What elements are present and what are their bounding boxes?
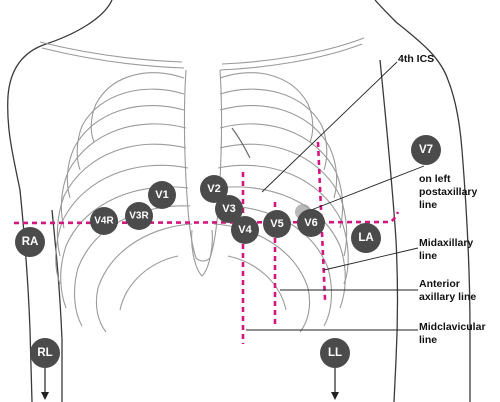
electrode-v2-label: V2 [207,183,220,195]
rl-arrow-icon [41,392,49,400]
electrode-v3r: V3R [125,202,153,230]
ics-leader [261,61,398,193]
electrode-v6-label: V6 [304,217,317,229]
electrode-ll-label: LL [328,347,342,359]
electrode-v3: V3 [215,195,243,223]
v7-annotation-line1: on left [419,173,451,185]
right-body-contour [7,0,113,402]
electrode-v5-label: V5 [270,218,283,230]
left-arm-inner-contour [379,59,399,402]
leader-lines [246,61,425,331]
electrode-v3r-label: V3R [129,211,149,222]
v7-annotation-line2: postaxillary [419,186,478,198]
left-clavicle [221,37,365,65]
electrodes: RA RL LA LL V1 V2 V3 V3R [15,135,441,368]
electrode-rl: RL [30,338,60,368]
electrode-v4r: V4R [90,207,118,235]
midclavicular-annotation-line2: line [419,334,437,346]
midclavicular-annotation-line1: Midclavicular [419,321,486,333]
electrode-v6: V6 [297,209,325,237]
electrode-ra-label: RA [22,236,39,248]
xiphoid-process [191,229,213,277]
limb-arrows [41,368,339,400]
electrode-v5: V5 [263,210,291,238]
electrode-ra: RA [15,227,45,257]
ll-arrow-icon [331,392,339,400]
midaxillary-leader [323,247,419,271]
midaxillary-annotation-line1: Midaxillary [419,237,473,249]
fourth-intercostal-space-line [13,211,400,225]
midaxillary-annotation-line2: line [419,250,437,262]
electrode-v4: V4 [231,216,259,244]
left-body-contour [374,0,471,402]
electrode-rl-label: RL [37,347,52,359]
electrode-v3-label: V3 [222,203,235,215]
electrode-la: LA [351,223,381,253]
clavicles [39,37,365,71]
v7-annotation-line3: line [419,199,437,211]
anterior-axillary-annotation-line2: axillary line [419,291,476,303]
annotations: 4th ICS on left postaxillary line Midaxi… [398,53,486,346]
electrode-v1: V1 [148,181,176,209]
electrode-ll: LL [320,338,350,368]
electrode-v1-label: V1 [155,189,168,201]
electrode-v2: V2 [200,175,228,203]
anterior-axillary-annotation-line1: Anterior [419,278,460,290]
right-clavicle [39,41,183,63]
electrode-v7-label: V7 [419,144,433,156]
electrode-v7: V7 [411,135,441,165]
ics-annotation: 4th ICS [398,53,434,65]
electrode-v4-label: V4 [238,224,252,236]
reference-lines [13,141,400,344]
electrode-la-label: LA [358,232,373,244]
electrode-v4r-label: V4R [94,216,114,227]
sternum [183,69,223,277]
v7-leader [305,165,425,213]
